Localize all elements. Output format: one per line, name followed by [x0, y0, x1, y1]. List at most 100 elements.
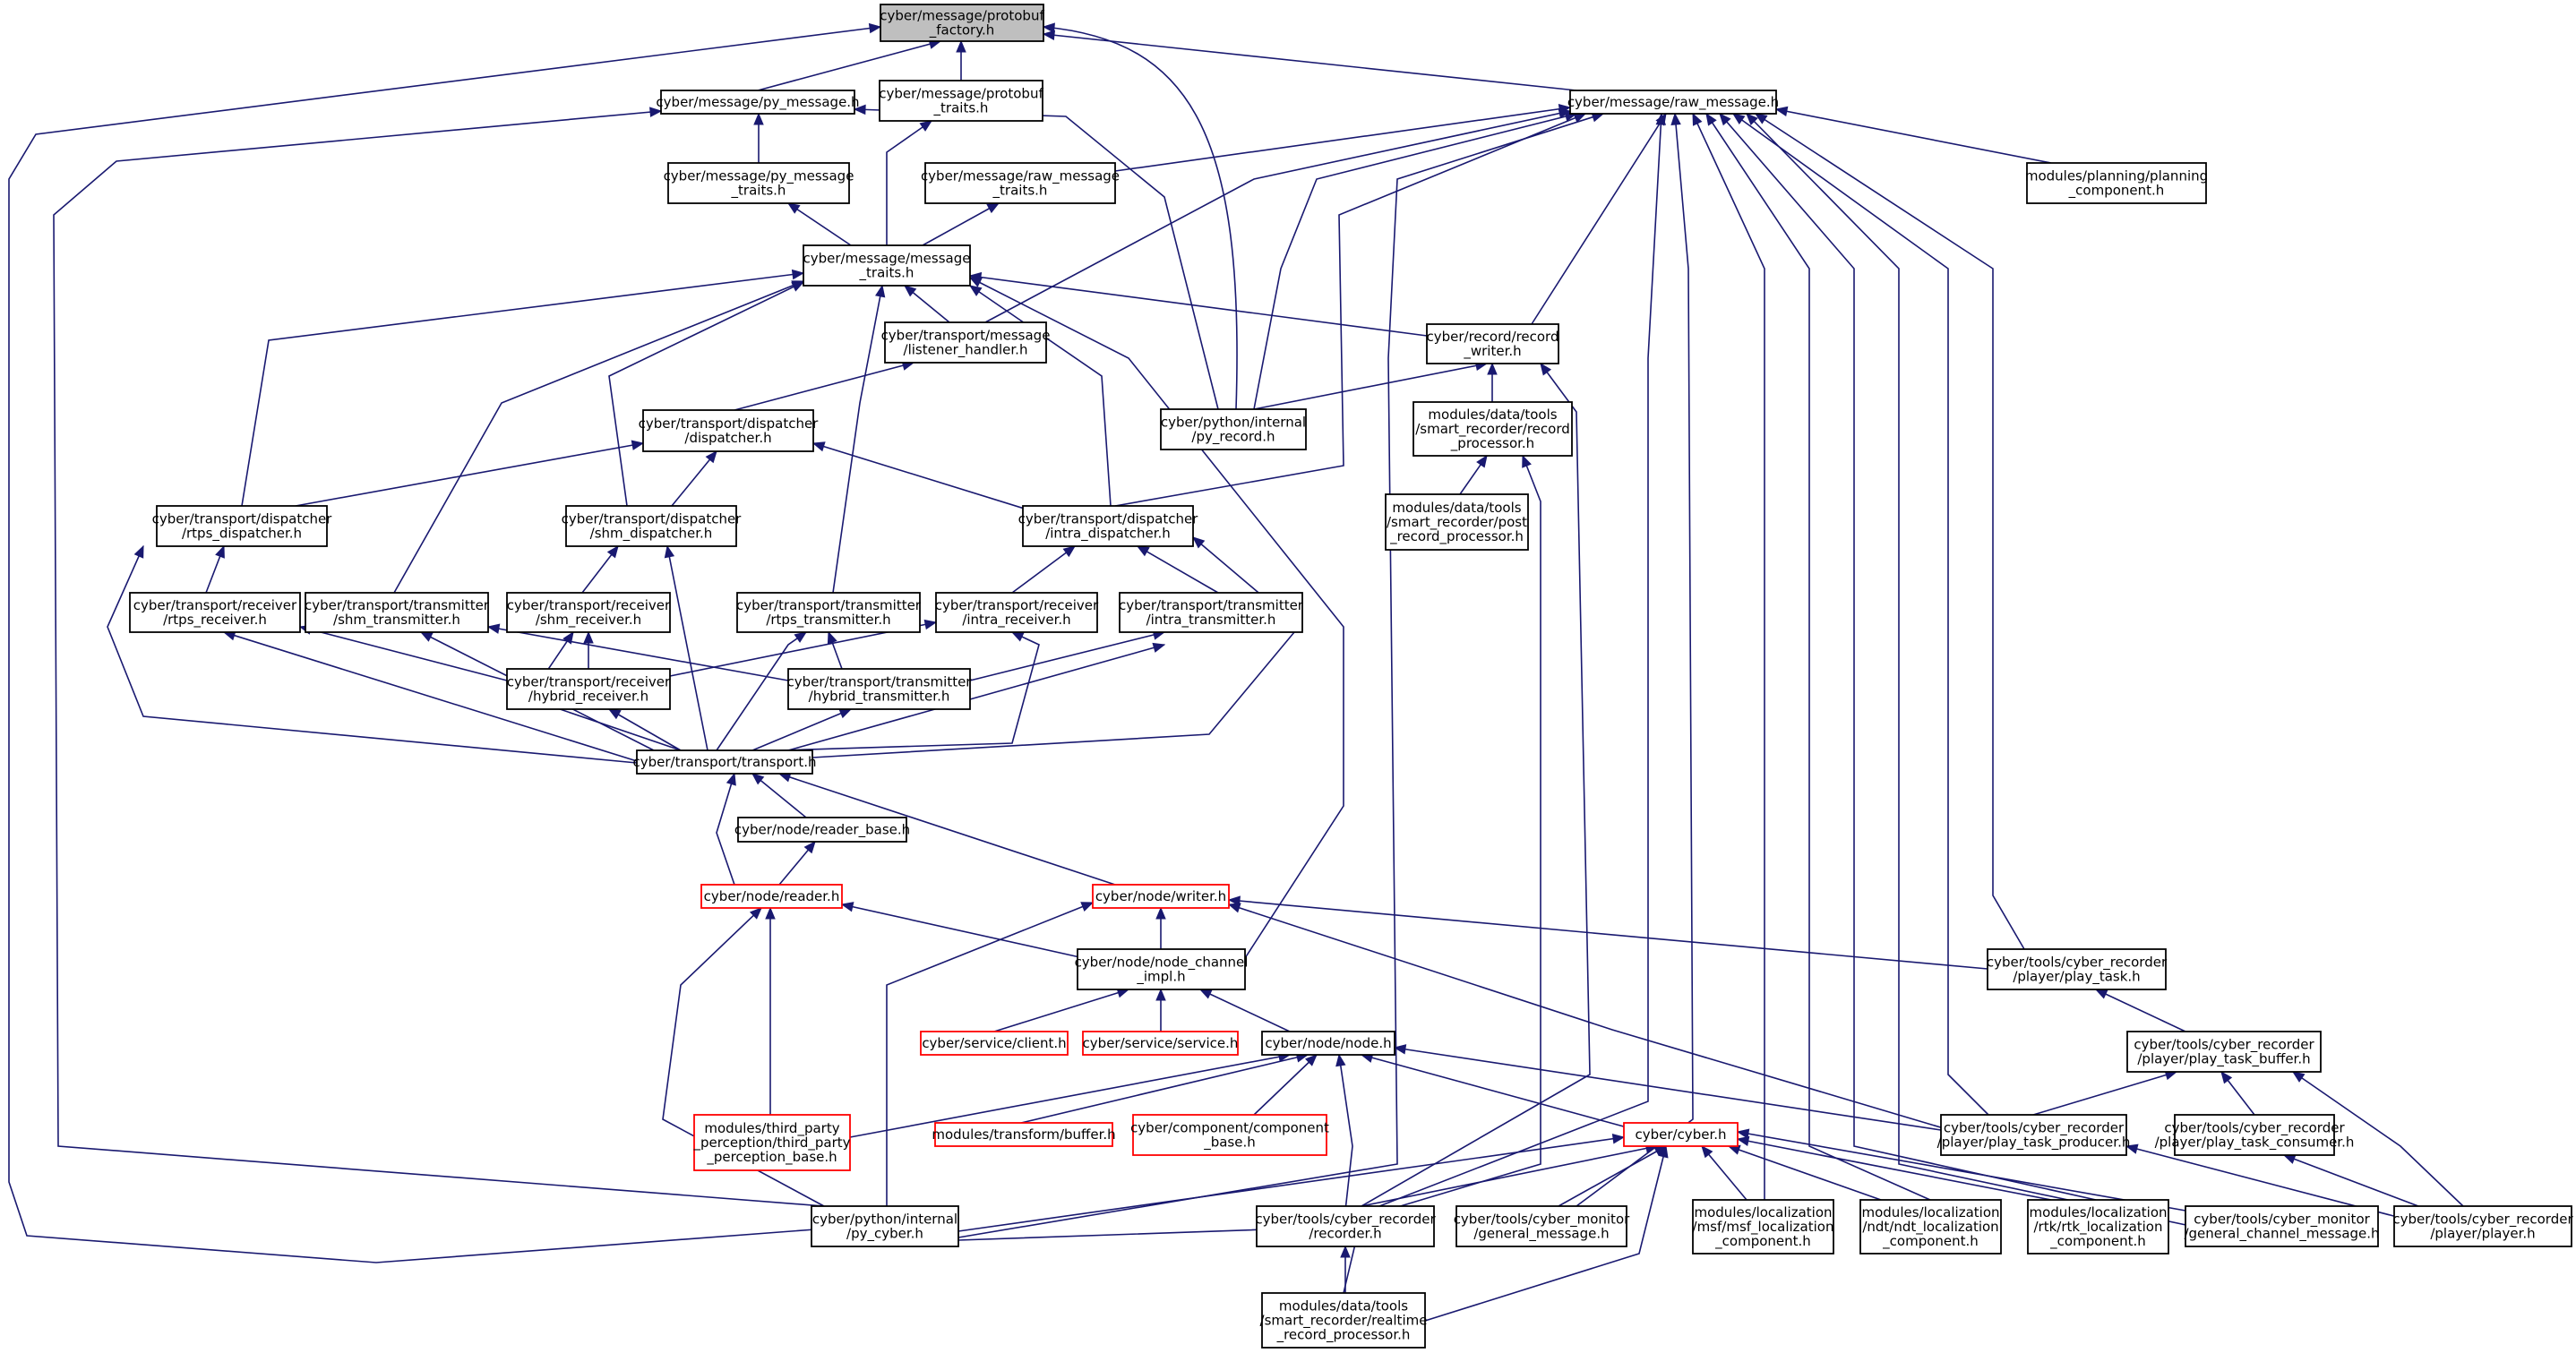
edge-py_record-to-protobuf_factory	[1042, 22, 1238, 410]
edge-reader-to-reader_base	[778, 841, 816, 886]
node-transport[interactable]: cyber/transport/transport.h	[632, 749, 817, 775]
node-box	[1426, 323, 1559, 364]
node-play-task-consumer[interactable]: cyber/tools/cyber_recorder/player/play_t…	[2155, 1114, 2355, 1156]
edge-transport-to-rtps_dispatcher	[107, 544, 638, 764]
node-hybrid-receiver[interactable]: cyber/transport/receiver/hybrid_receiver…	[506, 668, 671, 710]
node-post-record-processor[interactable]: modules/data/tools/smart_recorder/post_r…	[1385, 493, 1529, 551]
node-box	[1692, 1199, 1834, 1255]
node-label-line: _component.h	[1714, 1233, 1811, 1250]
node-box	[924, 162, 1116, 204]
edge-general_channel_message-to-cyber	[1736, 1128, 2186, 1212]
node-record-processor[interactable]: modules/data/tools/smart_recorder/record…	[1413, 401, 1573, 457]
edge-shm_dispatcher-to-dispatcher	[671, 450, 717, 507]
node-box	[1859, 1199, 2002, 1255]
edge-play_task_producer-to-raw_message	[1731, 113, 1989, 1116]
node-label-line: /msf/msf_localization	[1693, 1219, 1834, 1236]
edge-record_writer-to-raw_message	[1531, 112, 1667, 325]
node-general-channel-message[interactable]: cyber/tools/cyber_monitor/general_channe…	[2184, 1205, 2380, 1247]
edge-hybrid_receiver-to-rtps_receiver	[298, 624, 508, 681]
node-box	[700, 884, 843, 909]
node-label-line: /py_record.h	[1191, 429, 1275, 446]
node-record-writer[interactable]: cyber/record/record_writer.h	[1426, 323, 1559, 364]
node-rtps-dispatcher[interactable]: cyber/transport/dispatcher/rtps_dispatch…	[152, 505, 333, 547]
node-shm-transmitter[interactable]: cyber/transport/transmitter/shm_transmit…	[305, 592, 490, 633]
node-message-traits[interactable]: cyber/message/message_traits.h	[803, 244, 971, 287]
node-label-line: /smart_recorder/record	[1415, 421, 1570, 438]
edge-component_base-to-node	[1253, 1054, 1318, 1116]
node-component-base[interactable]: cyber/component/component_base.h	[1130, 1114, 1329, 1156]
node-label-line: cyber/message/py_message	[664, 168, 854, 185]
node-intra-receiver[interactable]: cyber/transport/receiver/intra_receiver.…	[935, 592, 1099, 633]
node-py-message-traits[interactable]: cyber/message/py_message_traits.h	[664, 162, 854, 204]
node-py-record[interactable]: cyber/python/internal/py_record.h	[1160, 408, 1307, 450]
node-buffer[interactable]: modules/transform/buffer.h	[932, 1122, 1116, 1147]
edge-transport-to-rtps_transmitter	[716, 631, 808, 751]
node-label-line: /rtps_receiver.h	[163, 612, 267, 629]
node-label-line: cyber/tools/cyber_recorder	[1944, 1120, 2125, 1137]
node-label-line: cyber/transport/transport.h	[632, 754, 816, 770]
node-play-task-buffer[interactable]: cyber/tools/cyber_recorder/player/play_t…	[2126, 1031, 2322, 1073]
edge-rtps_transmitter-to-message_traits	[832, 284, 886, 594]
node-label-line: /ndt/ndt_localization	[1862, 1219, 1998, 1236]
node-client[interactable]: cyber/service/client.h	[920, 1031, 1069, 1056]
node-raw-message-traits[interactable]: cyber/message/raw_message_traits.h	[921, 162, 1120, 204]
node-layer: cyber/message/protobuf_factory.h cyber/me…	[129, 4, 2573, 1349]
node-msf-localization[interactable]: modules/localization/msf/msf_localizatio…	[1692, 1199, 1834, 1255]
node-dispatcher[interactable]: cyber/transport/dispatcher/dispatcher.h	[639, 409, 820, 452]
node-recorder[interactable]: cyber/tools/cyber_recorder/recorder.h	[1255, 1205, 1436, 1247]
node-node[interactable]: cyber/node/node.h	[1261, 1031, 1395, 1056]
node-label-line: _writer.h	[1463, 343, 1521, 360]
edge-player-to-play_task_buffer	[2291, 1071, 2464, 1207]
node-label-line: /player/play_task.h	[2013, 969, 2140, 986]
node-hybrid-transmitter[interactable]: cyber/transport/transmitter/hybrid_trans…	[787, 668, 973, 710]
node-rtps-transmitter[interactable]: cyber/transport/transmitter/rtps_transmi…	[736, 592, 922, 633]
node-ndt-localization[interactable]: modules/localization/ndt/ndt_localizatio…	[1859, 1199, 2002, 1255]
node-label-line: modules/localization	[2030, 1204, 2168, 1220]
node-protobuf-factory[interactable]: cyber/message/protobuf_factory.h	[880, 4, 1044, 42]
node-rtk-localization[interactable]: modules/localization/rtk/rtk_localizatio…	[2027, 1199, 2169, 1255]
node-py-cyber[interactable]: cyber/python/internal/py_cyber.h	[811, 1205, 959, 1247]
node-service[interactable]: cyber/service/service.h	[1082, 1031, 1239, 1056]
node-intra-transmitter[interactable]: cyber/transport/transmitter/intra_transm…	[1119, 592, 1304, 633]
node-writer[interactable]: cyber/node/writer.h	[1092, 884, 1230, 909]
node-reader[interactable]: cyber/node/reader.h	[700, 884, 843, 909]
edge-py_message_traits-to-py_message	[753, 112, 764, 163]
edge-raw_message_traits-to-raw_message	[1114, 104, 1572, 172]
node-play-task[interactable]: cyber/tools/cyber_recorder/player/play_t…	[1987, 948, 2168, 990]
node-box	[1160, 408, 1307, 450]
node-rtps-receiver[interactable]: cyber/transport/receiver/rtps_receiver.h	[129, 592, 301, 633]
node-label-line: cyber/transport/dispatcher	[152, 511, 333, 527]
node-planning-component[interactable]: modules/planning/planning_component.h	[2025, 162, 2208, 204]
node-reader-base[interactable]: cyber/node/reader_base.h	[734, 817, 910, 843]
node-raw-message[interactable]: cyber/message/raw_message.h	[1567, 90, 1779, 115]
node-label-line: cyber/message/protobuf	[879, 86, 1043, 102]
edge-hybrid_transmitter-to-intra_transmitter	[969, 629, 1166, 681]
node-node-channel-impl[interactable]: cyber/node/node_channel_impl.h	[1075, 948, 1249, 990]
node-box	[129, 592, 301, 633]
node-box	[884, 321, 1047, 364]
node-shm-dispatcher[interactable]: cyber/transport/dispatcher/shm_dispatche…	[562, 505, 743, 547]
edge-realtime_record_processor-to-recorder	[1340, 1245, 1351, 1293]
node-third-party-perception[interactable]: modules/third_party_perception/third_par…	[693, 1114, 851, 1171]
node-protobuf-traits[interactable]: cyber/message/protobuf_traits.h	[879, 80, 1043, 122]
node-realtime-record-processor[interactable]: modules/data/tools/smart_recorder/realti…	[1260, 1292, 1428, 1349]
node-box	[1569, 90, 1777, 115]
node-label-line: _component.h	[2049, 1233, 2146, 1250]
node-listener-handler[interactable]: cyber/transport/message/listener_handler…	[881, 321, 1051, 364]
node-label-line: cyber/node/reader.h	[704, 888, 840, 904]
node-box	[565, 505, 737, 547]
node-general-message[interactable]: cyber/tools/cyber_monitor/general_messag…	[1454, 1205, 1630, 1247]
node-label-line: cyber/transport/receiver	[507, 597, 671, 613]
node-shm-receiver[interactable]: cyber/transport/receiver/shm_receiver.h	[506, 592, 671, 633]
edge-shm_receiver-to-shm_dispatcher	[581, 544, 619, 594]
node-cyber[interactable]: cyber/cyber.h	[1623, 1122, 1739, 1147]
node-play-task-producer[interactable]: cyber/tools/cyber_recorder/player/play_t…	[1937, 1114, 2131, 1156]
edge-py_cyber-to-py_message	[53, 107, 825, 1207]
node-box	[1077, 948, 1246, 990]
edge-py_cyber-to-node	[957, 1053, 1353, 1241]
node-label-line: cyber/transport/transmitter	[305, 597, 490, 613]
node-player[interactable]: cyber/tools/cyber_recorder/player/player…	[2392, 1205, 2573, 1247]
node-intra-dispatcher[interactable]: cyber/transport/dispatcher/intra_dispatc…	[1018, 505, 1199, 547]
node-py-message[interactable]: cyber/message/py_message.h	[656, 90, 860, 115]
